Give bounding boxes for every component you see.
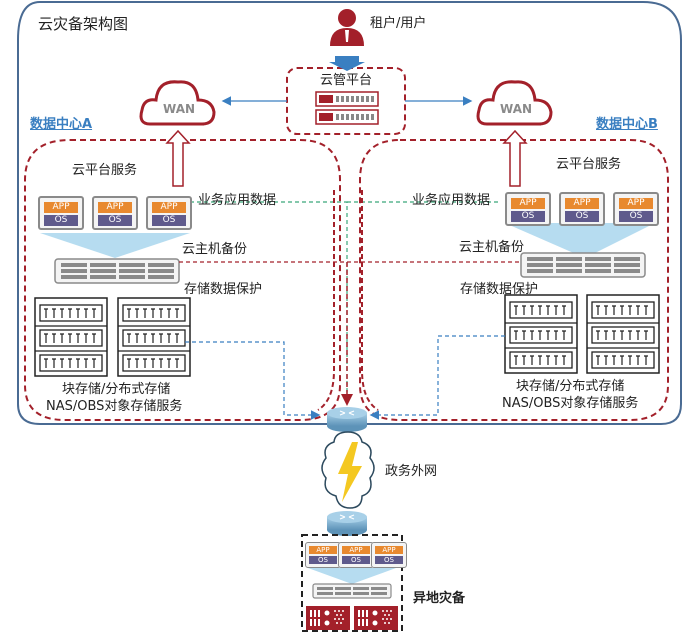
outer-frame — [17, 0, 682, 425]
dc-b-vm-backup: 云主机备份 — [459, 240, 525, 255]
app-layer: APP — [309, 546, 337, 554]
dc-a-up-arrow — [165, 129, 191, 187]
os-layer: OS — [511, 211, 545, 222]
dc-b-storage-protection: 存储数据保护 — [460, 282, 539, 297]
dc-b-vm-1: APP OS — [505, 192, 551, 226]
os-layer: OS — [342, 556, 370, 564]
external-network-label: 政务外网 — [385, 464, 438, 479]
app-layer: APP — [342, 546, 370, 554]
datacenter-a-title: 数据中心A — [30, 117, 93, 132]
dc-a-to-router-curve — [317, 190, 335, 411]
app-layer: APP — [152, 202, 186, 213]
remote-dr-backup-server — [312, 583, 392, 599]
dc-b-to-router-curve — [361, 190, 379, 411]
os-layer: OS — [565, 211, 599, 222]
os-layer: OS — [44, 215, 78, 226]
remote-dr-label: 异地灾备 — [413, 591, 466, 606]
datacenter-b-border — [359, 139, 669, 421]
dc-b-backup-server — [520, 252, 646, 278]
dc-b-storage-label-2: NAS/OBS对象存储服务 — [502, 396, 639, 411]
dc-a-cloud-platform-service: 云平台服务 — [72, 163, 138, 178]
dc-a-vm-1: APP OS — [38, 196, 84, 230]
wan-b-cloud-icon — [476, 80, 553, 126]
user-to-mgmt-arrow — [329, 56, 365, 71]
dc-a-vm-3: APP OS — [146, 196, 192, 230]
dc-a-storage-label-1: 块存储/分布式存储 — [62, 382, 171, 397]
storage-racks — [34, 294, 660, 377]
app-layer: APP — [619, 198, 653, 209]
dc-b-storage-rack-1 — [504, 294, 578, 374]
management-server-icon — [315, 91, 379, 125]
dc-a-vm-backup: 云主机备份 — [182, 242, 248, 257]
datacenter-b-title: 数据中心B — [596, 117, 658, 132]
dc-a-business-app-data: 业务应用数据 — [198, 193, 277, 208]
datacenter-a-border — [24, 139, 341, 421]
wan-b-label: WAN — [500, 102, 533, 116]
dc-a-storage-rack-2 — [117, 297, 191, 377]
dc-a-storage-protection: 存储数据保护 — [184, 282, 263, 297]
app-layer: APP — [511, 198, 545, 209]
dc-a-storage-rack-1 — [34, 297, 108, 377]
business-data-link — [190, 201, 348, 400]
user-icon — [330, 9, 364, 46]
os-layer: OS — [152, 215, 186, 226]
lightning-icon — [338, 442, 362, 502]
remote-dr-vm-1: APP OS — [305, 542, 341, 568]
diagram-title: 云灾备架构图 — [38, 15, 129, 33]
dc-a-vm-2: APP OS — [92, 196, 138, 230]
user-label: 租户/用户 — [370, 16, 427, 31]
os-layer: OS — [309, 556, 337, 564]
router-icon — [327, 407, 367, 432]
dc-a-storage-label-2: NAS/OBS对象存储服务 — [46, 399, 183, 414]
remote-dr-vm-2: APP OS — [338, 542, 374, 568]
dc-b-storage-label-1: 块存储/分布式存储 — [516, 379, 625, 394]
app-layer: APP — [565, 198, 599, 209]
cloud-management-label: 云管平台 — [320, 73, 373, 88]
dc-b-business-app-data: 业务应用数据 — [412, 193, 491, 208]
dc-b-vm-2: APP OS — [559, 192, 605, 226]
remote-dr-storage-icon — [306, 606, 398, 630]
app-layer: APP — [98, 202, 132, 213]
app-layer: APP — [375, 546, 403, 554]
remote-dr-funnel — [308, 568, 396, 584]
os-layer: OS — [619, 211, 653, 222]
os-layer: OS — [375, 556, 403, 564]
dc-b-vm-3: APP OS — [613, 192, 659, 226]
dc-b-backup-funnel — [505, 223, 655, 258]
app-layer: APP — [44, 202, 78, 213]
remote-dr-vm-3: APP OS — [371, 542, 407, 568]
dc-b-cloud-platform-service: 云平台服务 — [556, 157, 622, 172]
dc-b-storage-rack-2 — [586, 294, 660, 374]
dc-a-backup-funnel — [40, 233, 190, 258]
dc-a-storage-link — [185, 341, 321, 420]
dc-b-up-arrow — [502, 129, 528, 187]
remote-dr-border — [301, 534, 403, 632]
wan-a-label: WAN — [163, 102, 196, 116]
bottom-router-icon — [327, 511, 367, 536]
dc-a-backup-server — [54, 258, 180, 284]
wan-a-cloud-icon — [139, 80, 216, 126]
dc-b-storage-link — [369, 335, 505, 420]
os-layer: OS — [98, 215, 132, 226]
